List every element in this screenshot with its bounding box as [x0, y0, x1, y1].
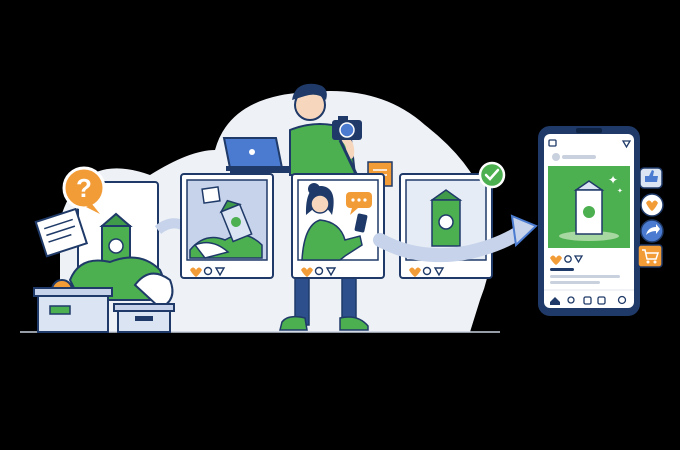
send-icon	[325, 267, 337, 277]
heart-badge-icon	[640, 193, 664, 217]
sparkle-icon-small: ✦	[617, 187, 623, 195]
storage-box-right	[113, 303, 175, 333]
post-actions-2	[301, 266, 337, 277]
question-badge: ?	[62, 166, 106, 214]
send-icon	[433, 267, 445, 277]
post-actions-1	[190, 266, 226, 277]
paper-note	[34, 207, 89, 258]
send-icon	[573, 255, 584, 264]
flow-arrow	[373, 225, 527, 263]
cart-icon	[637, 244, 663, 268]
heart-icon	[409, 267, 421, 277]
share-icon	[640, 219, 664, 243]
woman-shirt	[301, 219, 363, 261]
comment-icon	[564, 255, 572, 263]
chat-bubble-icon	[346, 192, 372, 215]
search-icon	[567, 296, 575, 304]
post-actions-3	[409, 266, 445, 277]
comment-icon	[203, 266, 213, 276]
woman-phone	[354, 213, 368, 233]
shoe-right	[339, 316, 369, 331]
shoe-left	[279, 315, 308, 331]
profile-icon	[617, 295, 627, 305]
heart-icon	[550, 255, 562, 265]
post-frame-messy	[180, 173, 274, 279]
heart-icon	[301, 267, 313, 277]
comment-icon	[314, 266, 324, 276]
post-frame-woman	[291, 173, 385, 279]
storage-box-left	[33, 287, 113, 333]
send-small-icon	[621, 140, 632, 149]
check-badge	[478, 161, 506, 189]
home-icon	[550, 297, 560, 305]
question-mark: ?	[76, 173, 92, 203]
send-icon	[214, 267, 226, 277]
check-icon	[484, 168, 500, 181]
comment-icon	[422, 266, 432, 276]
camera-icon	[332, 116, 362, 140]
connector-band	[154, 218, 184, 234]
laptop	[222, 137, 290, 171]
hair	[292, 83, 327, 100]
thumbs-up-icon	[639, 167, 663, 189]
woman-face	[310, 194, 330, 214]
add-icon	[583, 296, 592, 305]
photographer-person	[222, 83, 393, 331]
heart-icon	[190, 267, 202, 277]
smartphone: ✦ ✦	[538, 126, 640, 316]
camera-small-icon	[548, 139, 557, 147]
reels-icon	[597, 296, 606, 305]
arrow-head-icon	[510, 214, 538, 248]
clutter-pile: ?	[33, 166, 175, 333]
sparkle-icon: ✦	[608, 173, 618, 187]
